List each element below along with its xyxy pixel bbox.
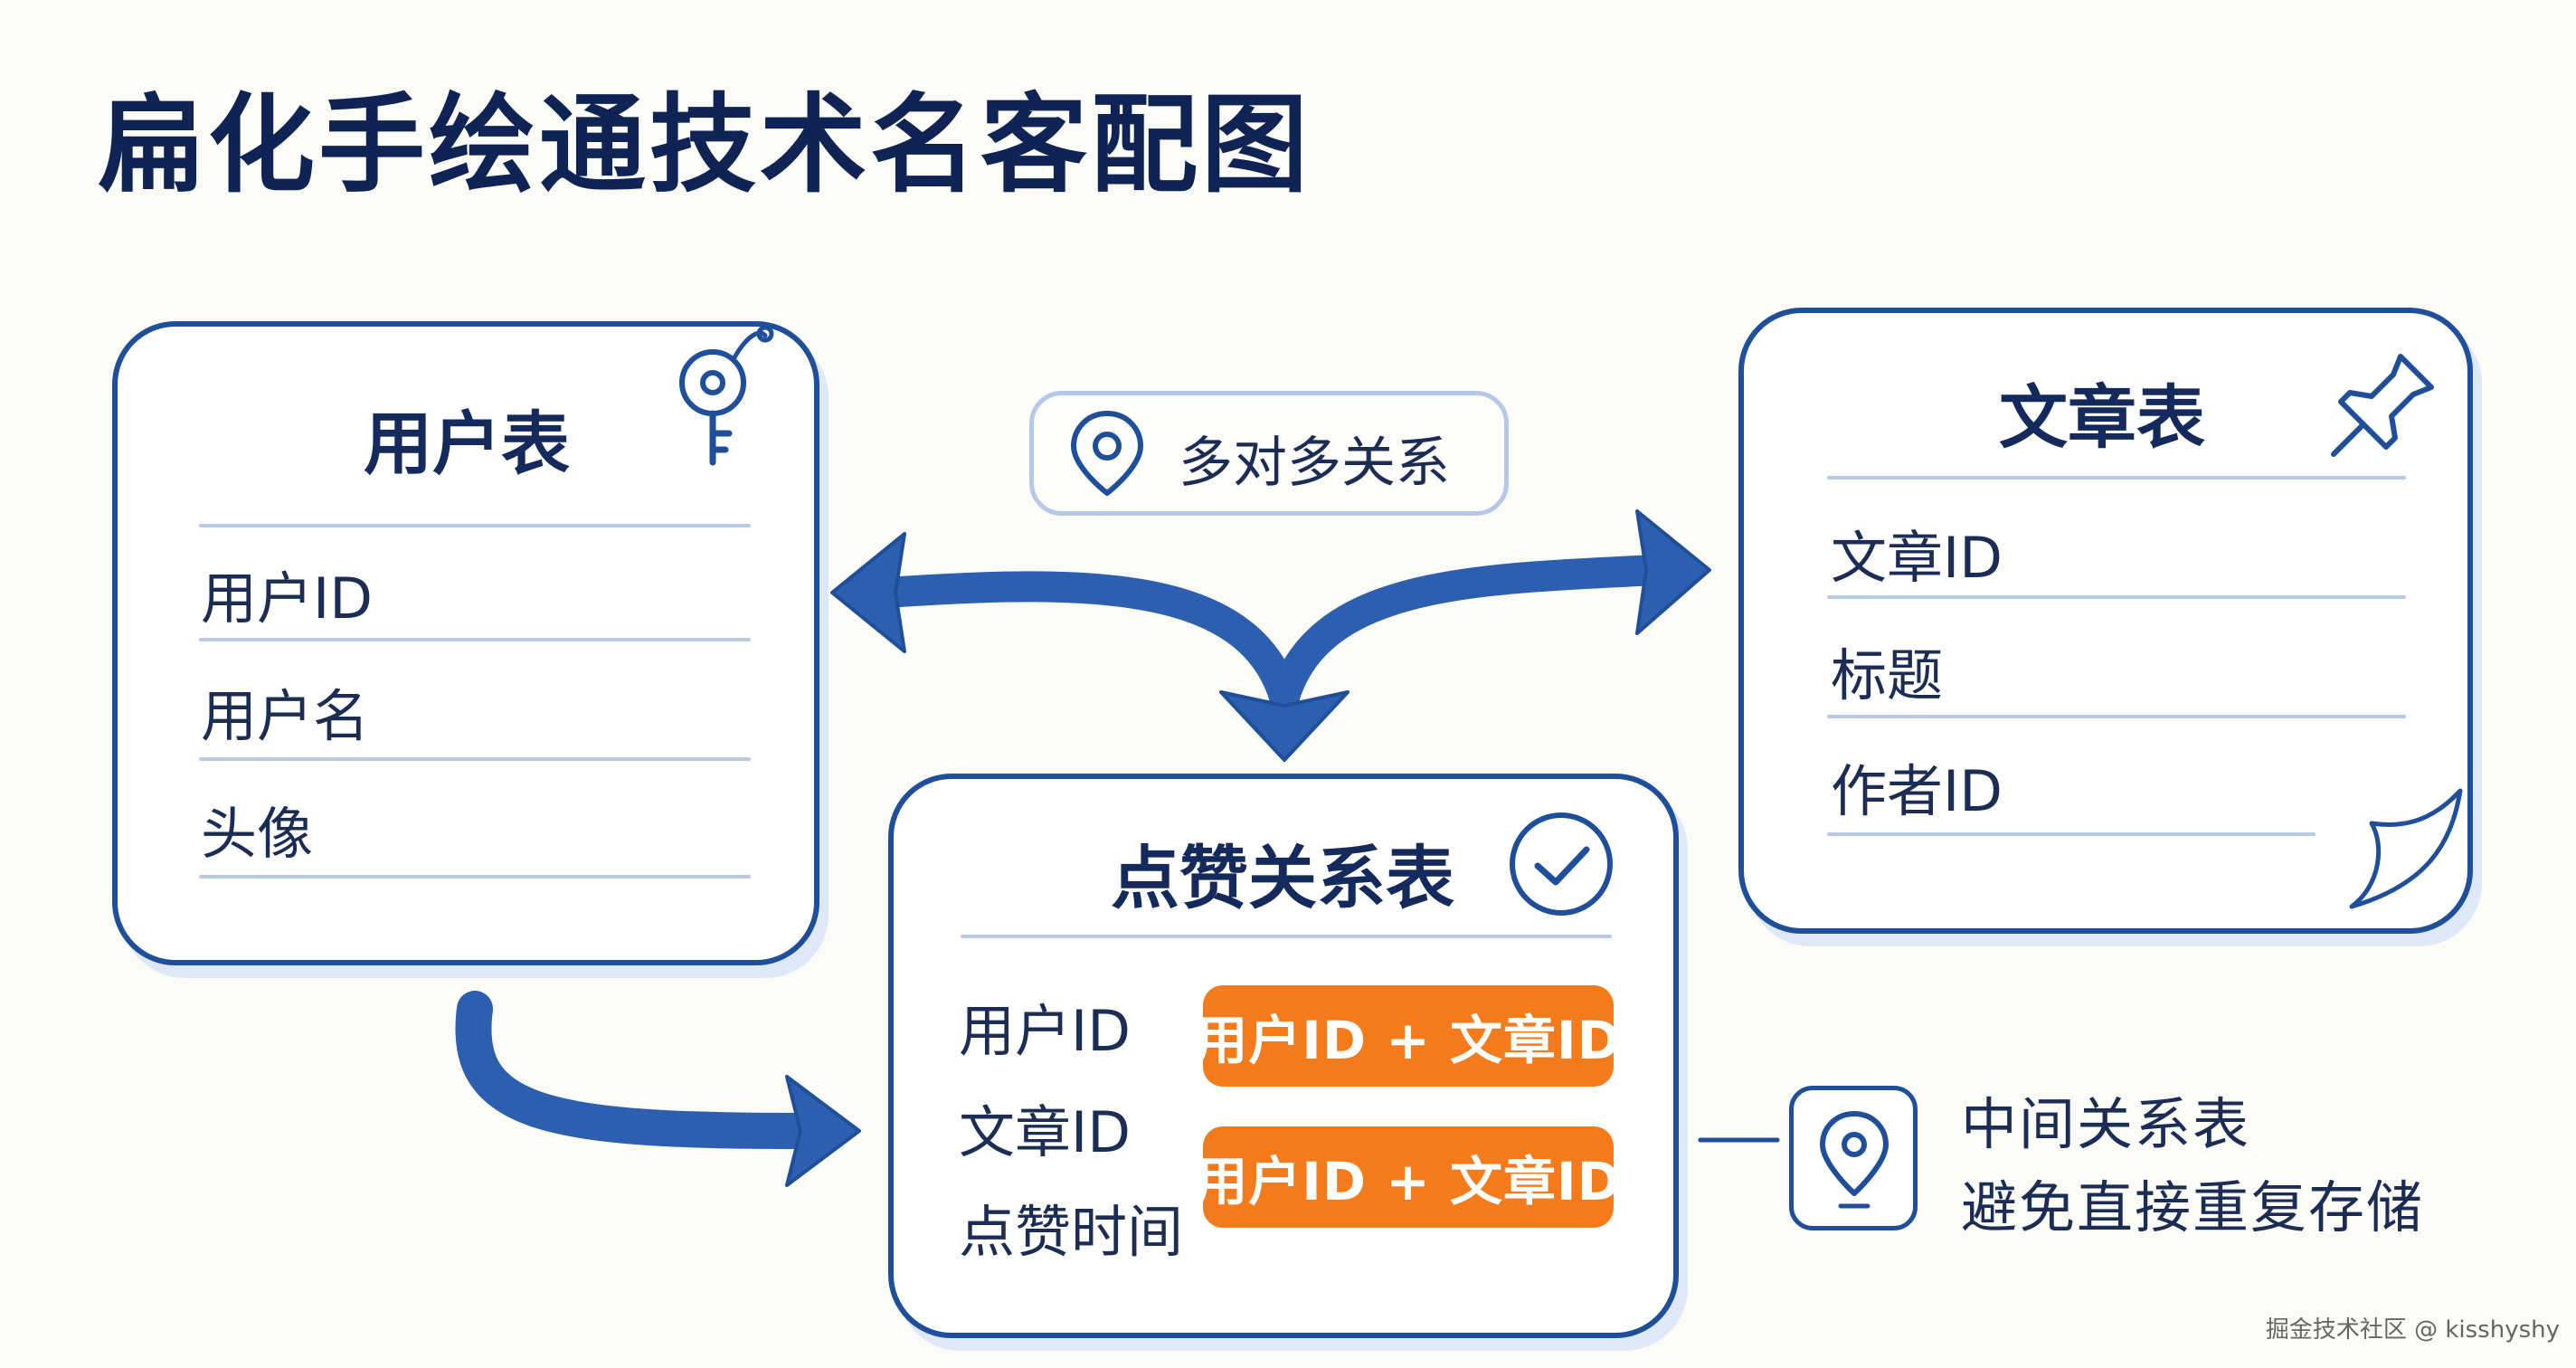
users-field-id: 用户ID [201,565,374,632]
articles-field-title: 标题 [1831,642,1944,708]
users-row-divider [199,875,751,879]
articles-table-card: 文章表 文章ID 标题 作者ID [1738,308,2473,934]
composite-key-tag: 用户ID + 文章ID [1195,1126,1621,1228]
articles-field-author-id: 作者ID [1831,758,2003,824]
users-table-title: 用户表 [364,404,570,484]
pushpin-icon [2331,354,2434,457]
users-field-name: 用户名 [201,683,370,749]
page-title: 扁化手绘通技术名客配图 [98,82,1312,207]
arrow-down-head [1219,690,1350,762]
users-field-avatar: 头像 [201,801,314,867]
arrow-right-head [1635,509,1711,635]
map-pin-icon [1820,1111,1889,1209]
articles-table-title: 文章表 [1999,377,2205,458]
arrow-left-head [830,532,906,653]
map-pin-icon [1071,411,1143,496]
note-icon-box [1789,1086,1918,1230]
articles-row-divider [1827,832,2316,836]
users-table-divider [199,524,751,527]
users-table-card: 用户表 用户ID 用户名 头像 [112,321,819,965]
arrow-users-to-likes-head [785,1075,861,1187]
articles-row-divider [1827,715,2406,718]
note-line-2: 避免直接重复存储 [1961,1174,2425,1240]
watermark: 掘金技术社区 @ kisshyshy [2265,1316,2560,1344]
users-row-divider [199,638,751,641]
page-curl-icon [2349,788,2463,909]
likes-field-article-id: 文章ID [959,1099,1132,1165]
likes-table-title: 点赞关系表 [1111,838,1454,918]
note-line-1: 中间关系表 [1961,1091,2251,1157]
composite-key-tag: 用户ID + 文章ID [1195,985,1621,1087]
likes-table-card: 点赞关系表 用户ID 文章ID 点赞时间 用户ID + 文章ID 用户ID + … [888,774,1679,1338]
relation-badge: 多对多关系 [1029,391,1509,516]
likes-field-like-time: 点赞时间 [959,1199,1184,1265]
check-circle-icon [1510,812,1613,916]
articles-table-divider [1827,476,2406,480]
users-row-divider [199,757,751,761]
articles-row-divider [1827,595,2406,599]
likes-field-user-id: 用户ID [959,998,1132,1064]
relation-badge-label: 多对多关系 [1179,432,1450,495]
articles-field-id: 文章ID [1831,525,2003,591]
key-icon [679,325,774,466]
likes-table-divider [961,935,1612,938]
